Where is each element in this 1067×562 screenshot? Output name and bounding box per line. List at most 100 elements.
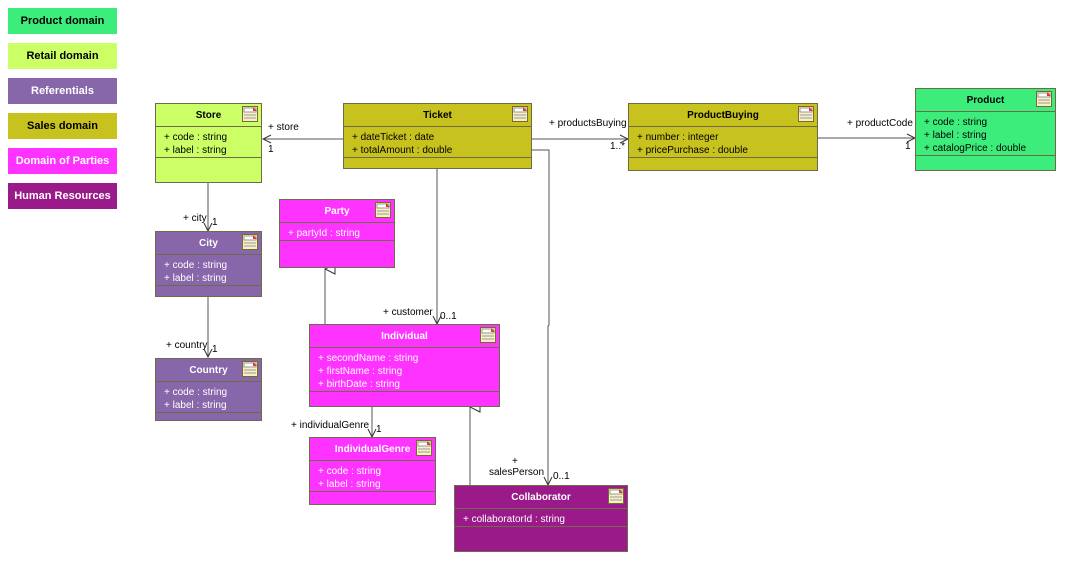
class-name: Product: [916, 89, 1055, 112]
class-stereotype-icon: [242, 361, 258, 377]
label-productsbuying-role: + productsBuying: [549, 118, 627, 129]
class-operations: [455, 527, 627, 541]
label-individualgenre-multiplicity: 1: [376, 424, 382, 435]
legend-product-domain: Product domain: [8, 8, 117, 34]
legend-sales-domain: Sales domain: [8, 113, 117, 139]
class-name-text: IndividualGenre: [334, 443, 411, 455]
class-stereotype-icon: [375, 202, 391, 218]
class-stereotype-icon: [608, 488, 624, 504]
class-attribute: + catalogPrice : double: [924, 143, 1027, 154]
class-individual[interactable]: Individual + secondName : string+ firstNa…: [309, 324, 500, 407]
class-operations: [310, 492, 435, 506]
class-name: Individual: [310, 325, 499, 348]
class-attribute: + label : string: [318, 479, 381, 490]
class-operations: [310, 392, 499, 406]
legend-referentials: Referentials: [8, 78, 117, 104]
class-attribute: + dateTicket : date: [352, 132, 435, 143]
class-attribute: + partyId : string: [288, 228, 360, 239]
class-attribute: + label : string: [164, 273, 227, 284]
class-attribute: + collaboratorId : string: [463, 514, 565, 525]
class-operations: [916, 156, 1055, 170]
class-individualgenre[interactable]: IndividualGenre + code : string + label : …: [309, 437, 436, 505]
class-city[interactable]: City + code : string + label : string: [155, 231, 262, 297]
edge-ticket-collaborator: [532, 149, 549, 485]
class-name-text: Product: [966, 94, 1005, 106]
label-store-multiplicity: 1: [268, 144, 274, 155]
class-operations: [156, 158, 261, 172]
class-name: Ticket: [344, 104, 531, 127]
class-attributes: + code : string + label : string: [156, 127, 261, 158]
class-attributes: + code : string + label : string + catalog…: [916, 112, 1055, 156]
class-attribute: + pricePurchase : double: [637, 145, 748, 156]
class-stereotype-icon: [480, 327, 496, 343]
class-attribute: + label : string: [164, 145, 227, 156]
label-store-role: + store: [268, 122, 299, 133]
class-attributes: + dateTicket : date + totalAmount : doubl…: [344, 127, 531, 158]
class-attributes: + secondName : string+ firstName : strin…: [310, 348, 499, 392]
label-country-role: + country: [166, 340, 208, 351]
class-name: Store: [156, 104, 261, 127]
class-attribute: + code : string: [164, 260, 228, 271]
class-attribute: + code : string: [318, 466, 382, 477]
class-stereotype-icon: [416, 440, 432, 456]
class-name: Party: [280, 200, 394, 223]
class-attributes: + number : integer + pricePurchase : doub…: [629, 127, 817, 158]
class-attribute: + number : integer: [637, 132, 719, 143]
label-customer-multiplicity: 0..1: [440, 311, 457, 322]
class-stereotype-icon: [798, 106, 814, 122]
class-attributes: + partyId : string: [280, 223, 394, 241]
class-attribute: + code : string: [924, 117, 988, 128]
class-name-text: City: [199, 237, 218, 249]
class-stereotype-icon: [242, 106, 258, 122]
class-attribute: + code : string: [164, 387, 228, 398]
legend-human-resources: Human Resources: [8, 183, 117, 209]
class-productbuying[interactable]: ProductBuying + number : integer + pricePu…: [628, 103, 818, 171]
class-country[interactable]: Country + code : string + label : string: [155, 358, 262, 421]
label-salesperson-plus: +: [512, 456, 518, 467]
class-collaborator[interactable]: Collaborator + collaboratorId : string: [454, 485, 628, 552]
label-customer-role: + customer: [383, 307, 433, 318]
class-name-text: Party: [324, 205, 350, 217]
class-attributes: + collaboratorId : string: [455, 509, 627, 527]
class-attributes: + code : string + label : string: [156, 255, 261, 286]
class-attributes: + code : string + label : string: [156, 382, 261, 413]
class-name: Country: [156, 359, 261, 382]
class-stereotype-icon: [242, 234, 258, 250]
class-attributes: + code : string + label : string: [310, 461, 435, 492]
class-product[interactable]: Product+ code : string+ label : string+ …: [915, 88, 1056, 171]
class-attribute: + secondName : string: [318, 353, 419, 364]
label-city-multiplicity: 1: [212, 217, 218, 228]
class-store[interactable]: Store + code : string + label : string: [155, 103, 262, 183]
class-attribute: + label : string: [924, 130, 987, 141]
class-attribute: + birthDate : string: [318, 379, 400, 390]
class-name-text: Individual: [381, 330, 428, 342]
class-name: ProductBuying: [629, 104, 817, 127]
label-productsbuying-multiplicity: 1..*: [610, 141, 626, 152]
label-country-multiplicity: 1: [212, 344, 218, 355]
legend-domain-of-parties: Domain of Parties: [8, 148, 117, 174]
label-city-role: + city: [183, 213, 207, 224]
class-ticket[interactable]: Ticket + dateTicket : date + totalAmount :…: [343, 103, 532, 169]
class-attribute: + label : string: [164, 400, 227, 411]
label-salesperson-role: salesPerson: [489, 467, 545, 478]
class-name-text: ProductBuying: [687, 109, 759, 121]
class-name-text: Ticket: [423, 109, 452, 121]
class-attribute: + code : string: [164, 132, 228, 143]
class-name-text: Country: [189, 364, 228, 376]
class-party[interactable]: Party + partyId : string: [279, 199, 395, 268]
class-name: IndividualGenre: [310, 438, 435, 461]
label-individualgenre-role: + individualGenre: [291, 420, 370, 431]
class-operations: [344, 158, 531, 172]
class-operations: [156, 413, 261, 427]
class-stereotype-icon: [1036, 91, 1052, 107]
class-operations: [280, 241, 394, 255]
legend-retail-domain: Retail domain: [8, 43, 117, 69]
class-name-text: Store: [195, 109, 222, 121]
label-productcode-role: + productCode: [847, 118, 913, 129]
label-productcode-multiplicity: 1: [905, 141, 911, 152]
class-operations: [629, 158, 817, 172]
class-operations: [156, 286, 261, 300]
class-attribute: + totalAmount : double: [352, 145, 453, 156]
label-salesperson-multiplicity: 0..1: [553, 471, 570, 482]
class-name-text: Collaborator: [511, 491, 571, 503]
